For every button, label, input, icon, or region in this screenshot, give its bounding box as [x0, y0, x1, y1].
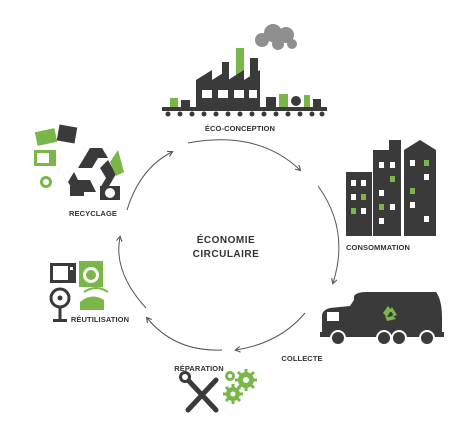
arrow-eco-to-consommation: [187, 139, 302, 172]
arrow-reparation-to-reutilisation: [145, 316, 223, 351]
arrow-reutilisation-to-recyclage: [116, 235, 147, 309]
stage-label-recyclage: RECYCLAGE: [69, 209, 117, 218]
city-buildings-icon: [346, 140, 436, 236]
stage-label-collecte: COLLECTE: [281, 354, 322, 363]
arrow-consommation-to-collecte: [317, 185, 340, 285]
factory-icon: [162, 24, 327, 117]
center-title-line2: CIRCULAIRE: [193, 249, 260, 260]
center-title-line1: ÉCONOMIE: [197, 233, 255, 246]
stage-label-eco-conception: ÉCO-CONCEPTION: [205, 124, 275, 133]
stage-label-reparation: RÉPARATION: [174, 364, 223, 373]
cycle-arrows: [116, 139, 340, 353]
tools-gears-icon: [179, 369, 257, 413]
arrow-collecte-to-reparation: [234, 312, 306, 353]
garbage-truck-icon: [320, 292, 444, 346]
stage-label-consommation: CONSOMMATION: [346, 243, 410, 252]
recycling-symbol-icon: [34, 124, 124, 200]
appliances-icon: [49, 261, 109, 322]
arrow-recyclage-to-eco: [126, 150, 174, 211]
stage-label-reutilisation: RÉUTILISATION: [71, 315, 129, 324]
